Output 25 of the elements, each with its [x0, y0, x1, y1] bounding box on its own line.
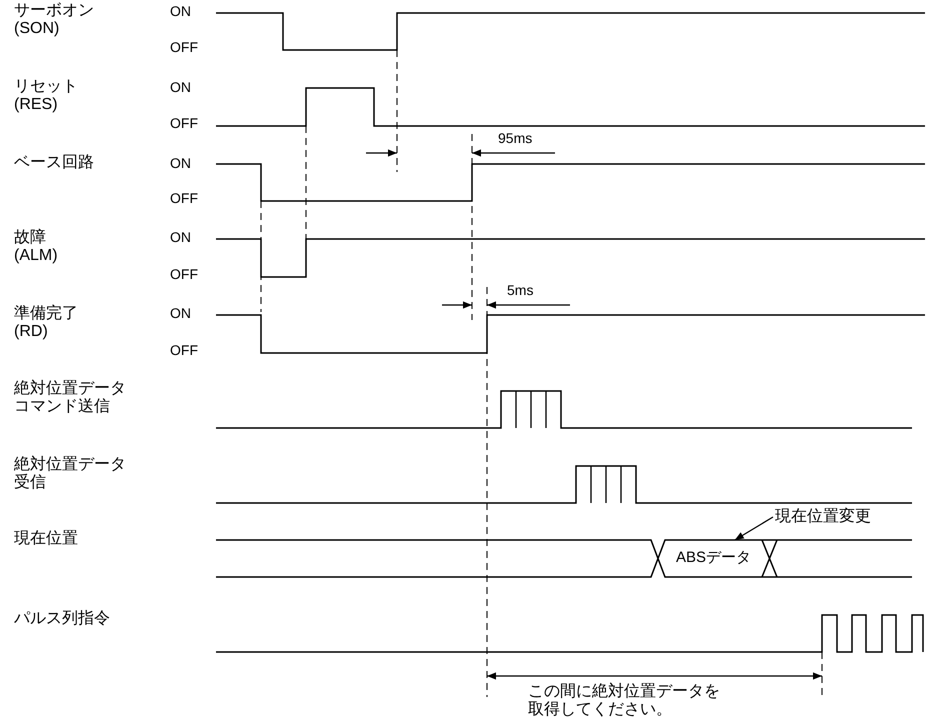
data-cell: ABSデータ — [665, 540, 762, 577]
signal-name: 準備完了(RD) — [14, 305, 79, 340]
signal-name: 故障(ALM) — [14, 229, 54, 264]
state-label: ON — [170, 306, 191, 322]
state-label: OFF — [170, 116, 198, 132]
state-label: OFF — [170, 343, 198, 358]
signal-name: ベース回路 — [14, 154, 94, 172]
state-label: ON — [170, 4, 191, 20]
signal-name: 絶対位置データ受信 — [14, 456, 127, 492]
state-label: ON — [170, 80, 191, 96]
duration-label: 95ms — [498, 131, 532, 146]
state-label: OFF — [170, 40, 198, 56]
leader-line — [734, 516, 774, 541]
annotation-text: 現在位置変更 — [775, 508, 871, 526]
signal-name: 現在位置 — [14, 530, 78, 548]
signal-name: パルス列指令 — [14, 610, 110, 628]
signal-name: サーボオン(SON) — [14, 2, 95, 38]
state-label: ON — [170, 156, 191, 172]
signal-name: 絶対位置データコマンド送信 — [14, 380, 127, 416]
period-note: この間に絶対位置データを取得してください。 — [528, 683, 721, 718]
state-label: OFF — [170, 267, 198, 282]
state-label: ON — [170, 230, 191, 246]
state-label: OFF — [170, 191, 198, 206]
duration-label: 5ms — [507, 283, 534, 298]
signal-name: リセット(RES) — [14, 78, 79, 114]
